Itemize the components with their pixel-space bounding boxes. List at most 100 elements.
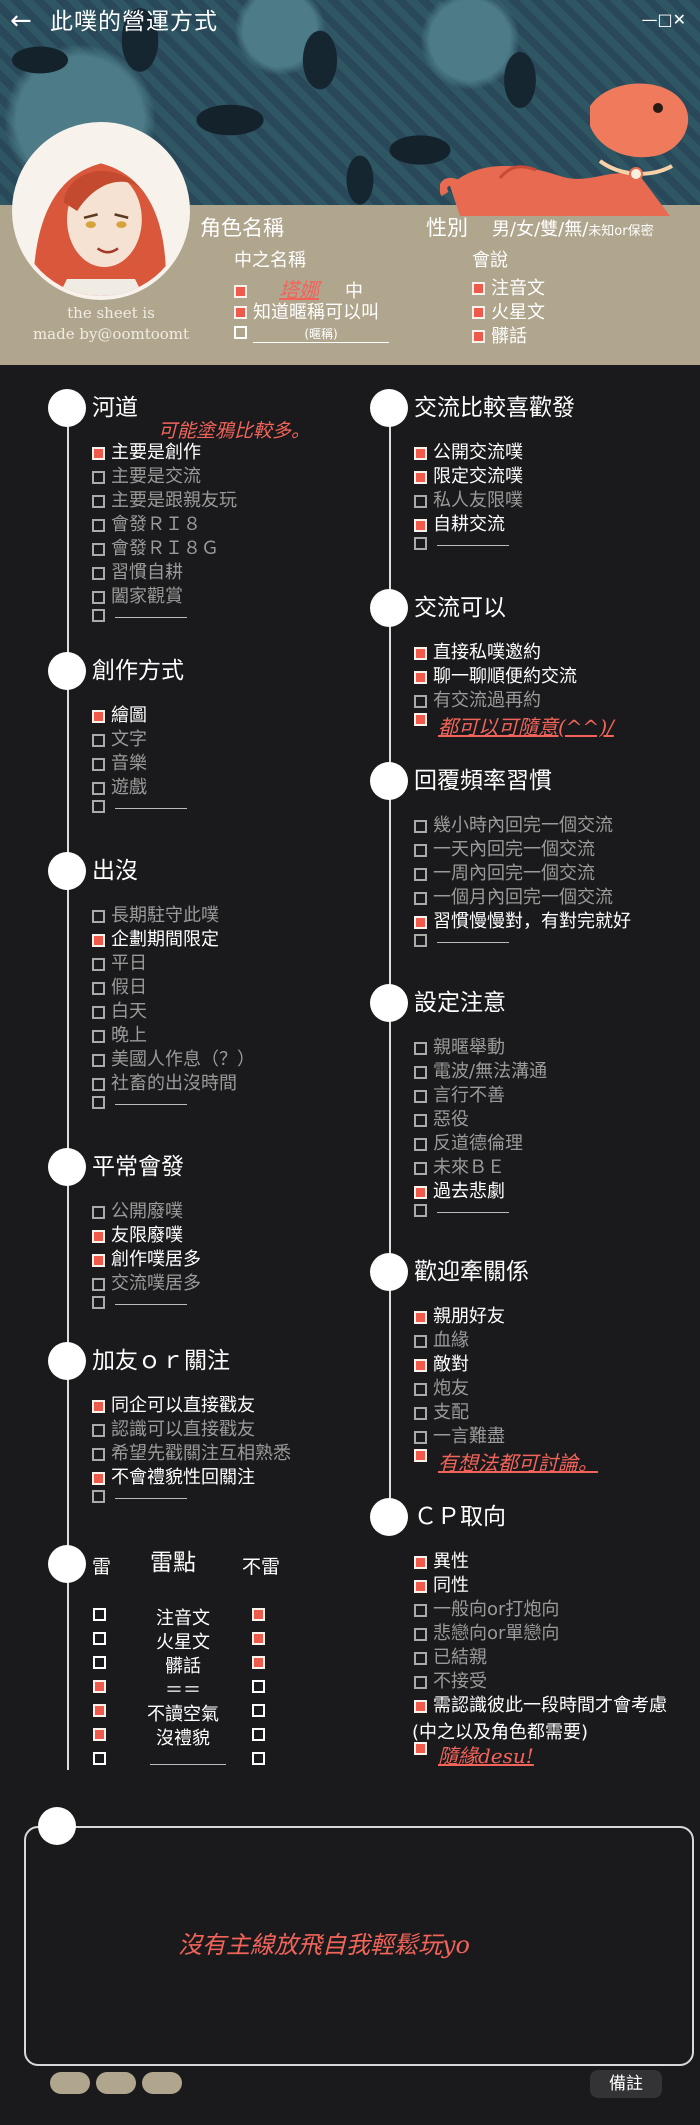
blank-checkbox-item[interactable]	[414, 537, 509, 550]
checkbox-item[interactable]: 同企可以直接戳友	[92, 1394, 255, 1418]
checkbox[interactable]	[414, 1358, 427, 1372]
checkbox[interactable]	[92, 957, 105, 971]
checkbox[interactable]	[92, 1077, 105, 1091]
checkbox-item[interactable]: 直接私噗邀約	[414, 641, 541, 665]
checkbox-item[interactable]: 電波/無法溝通	[414, 1060, 547, 1084]
mine-blank[interactable]	[150, 1764, 226, 1765]
blank-checkbox-item[interactable]	[414, 934, 509, 947]
blank-checkbox-item[interactable]	[92, 800, 187, 813]
checkbox-item[interactable]: 不接受	[414, 1670, 487, 1694]
checkbox-item[interactable]: 幾小時內回完一個交流	[414, 814, 613, 838]
checkbox[interactable]	[414, 1579, 427, 1593]
pill-tab[interactable]	[142, 2072, 182, 2094]
checkbox-item[interactable]: 認識可以直接戳友	[92, 1418, 255, 1442]
window-controls[interactable]: —□✕	[641, 10, 686, 29]
checkbox[interactable]	[414, 1161, 427, 1175]
checkbox[interactable]	[92, 733, 105, 747]
mine-checkbox[interactable]	[252, 1632, 265, 1645]
checkbox[interactable]	[92, 542, 105, 556]
checkbox[interactable]	[92, 757, 105, 771]
checkbox[interactable]	[92, 446, 105, 460]
language-item[interactable]: 火星文	[472, 298, 545, 324]
checkbox-item[interactable]: 音樂	[92, 752, 147, 776]
checkbox-item[interactable]: 繪圖	[92, 704, 147, 728]
checkbox[interactable]	[414, 1310, 427, 1324]
checkbox-item[interactable]: 社畜的出沒時間	[92, 1072, 237, 1096]
mine-checkbox[interactable]	[252, 1656, 265, 1669]
checkbox[interactable]	[92, 1277, 105, 1291]
checkbox-item[interactable]: 長期駐守此噗	[92, 904, 219, 928]
checkbox[interactable]	[414, 1627, 427, 1641]
pill-tab[interactable]	[96, 2072, 136, 2094]
checkbox-item[interactable]: 私人友限噗	[414, 489, 523, 513]
checkbox-item[interactable]: 異性	[414, 1550, 469, 1574]
memo-button[interactable]: 備註	[590, 2070, 662, 2098]
mine-checkbox[interactable]	[252, 1728, 265, 1741]
checkbox[interactable]	[414, 843, 427, 857]
zh-name-row[interactable]: 塔娜中	[234, 274, 363, 303]
checkbox-item[interactable]: 惡役	[414, 1108, 469, 1132]
nickname-blank-row[interactable]: (暱稱)	[234, 322, 389, 343]
checkbox-item[interactable]: 遊戲	[92, 776, 147, 800]
pill-tab[interactable]	[50, 2072, 90, 2094]
checkbox[interactable]	[414, 1406, 427, 1420]
checkbox[interactable]	[92, 781, 105, 795]
checkbox-item[interactable]	[414, 1449, 433, 1462]
checkbox-item[interactable]: 習慣慢慢對，有對完就好	[414, 910, 631, 934]
checkbox[interactable]	[414, 1185, 427, 1199]
checkbox-item[interactable]: 晚上	[92, 1024, 147, 1048]
checkbox[interactable]	[92, 566, 105, 580]
checkbox-item[interactable]: 美國人作息（？）	[92, 1048, 255, 1072]
checkbox[interactable]	[414, 1089, 427, 1103]
checkbox-item[interactable]: 一般向or打炮向	[414, 1598, 559, 1622]
blank-checkbox-item[interactable]	[414, 1204, 509, 1217]
checkbox[interactable]	[92, 1205, 105, 1219]
checkbox[interactable]	[414, 1699, 427, 1713]
checkbox[interactable]	[414, 494, 427, 508]
checkbox-item[interactable]: 自耕交流	[414, 513, 505, 537]
checkbox[interactable]	[414, 867, 427, 881]
checkbox-item[interactable]: 主要是跟親友玩	[92, 489, 237, 513]
checkbox-item[interactable]: 限定交流噗	[414, 465, 523, 489]
checkbox-item[interactable]: 有交流過再約	[414, 689, 541, 713]
mine-checkbox[interactable]	[93, 1632, 106, 1645]
checkbox-item[interactable]: 不會禮貌性回關注	[92, 1466, 255, 1490]
checkbox-item[interactable]: 同性	[414, 1574, 469, 1598]
checkbox[interactable]	[414, 1651, 427, 1665]
mine-checkbox[interactable]	[93, 1752, 106, 1765]
checkbox[interactable]	[414, 1113, 427, 1127]
checkbox[interactable]	[414, 646, 427, 660]
checkbox-item[interactable]: 闔家觀賞	[92, 585, 183, 609]
checkbox[interactable]	[92, 1447, 105, 1461]
checkbox[interactable]	[92, 933, 105, 947]
checkbox-item[interactable]: 假日	[92, 976, 147, 1000]
checkbox[interactable]	[414, 446, 427, 460]
checkbox[interactable]	[92, 709, 105, 723]
checkbox-item[interactable]: 會發ＲＩ８Ｇ	[92, 537, 219, 561]
checkbox-item[interactable]: 公開廢噗	[92, 1200, 183, 1224]
checkbox[interactable]	[414, 1430, 427, 1444]
checkbox-item[interactable]: 炮友	[414, 1377, 469, 1401]
checkbox-item[interactable]: 一周內回完一個交流	[414, 862, 595, 886]
checkbox[interactable]	[414, 670, 427, 684]
checkbox[interactable]	[414, 915, 427, 929]
blank-checkbox-item[interactable]	[92, 1490, 187, 1503]
checkbox-item[interactable]: 創作噗居多	[92, 1248, 201, 1272]
checkbox-item[interactable]	[414, 1742, 433, 1755]
checkbox[interactable]	[92, 470, 105, 484]
nickname-row[interactable]: 知道暱稱可以叫	[234, 298, 379, 324]
mine-checkbox[interactable]	[93, 1704, 106, 1717]
checkbox[interactable]	[414, 470, 427, 484]
checkbox-item[interactable]: 公開交流噗	[414, 441, 523, 465]
checkbox[interactable]	[92, 1471, 105, 1485]
language-item[interactable]: 髒話	[472, 322, 527, 348]
checkbox-item[interactable]: 未來ＢＥ	[414, 1156, 505, 1180]
checkbox[interactable]	[414, 1137, 427, 1151]
checkbox-item[interactable]: 敵對	[414, 1353, 469, 1377]
checkbox[interactable]	[92, 981, 105, 995]
mine-checkbox[interactable]	[252, 1608, 265, 1621]
checkbox-item[interactable]: 友限廢噗	[92, 1224, 183, 1248]
mine-checkbox[interactable]	[93, 1680, 106, 1693]
checkbox-item[interactable]: 希望先戳關注互相熟悉	[92, 1442, 291, 1466]
checkbox-item[interactable]: 悲戀向or單戀向	[414, 1622, 559, 1646]
